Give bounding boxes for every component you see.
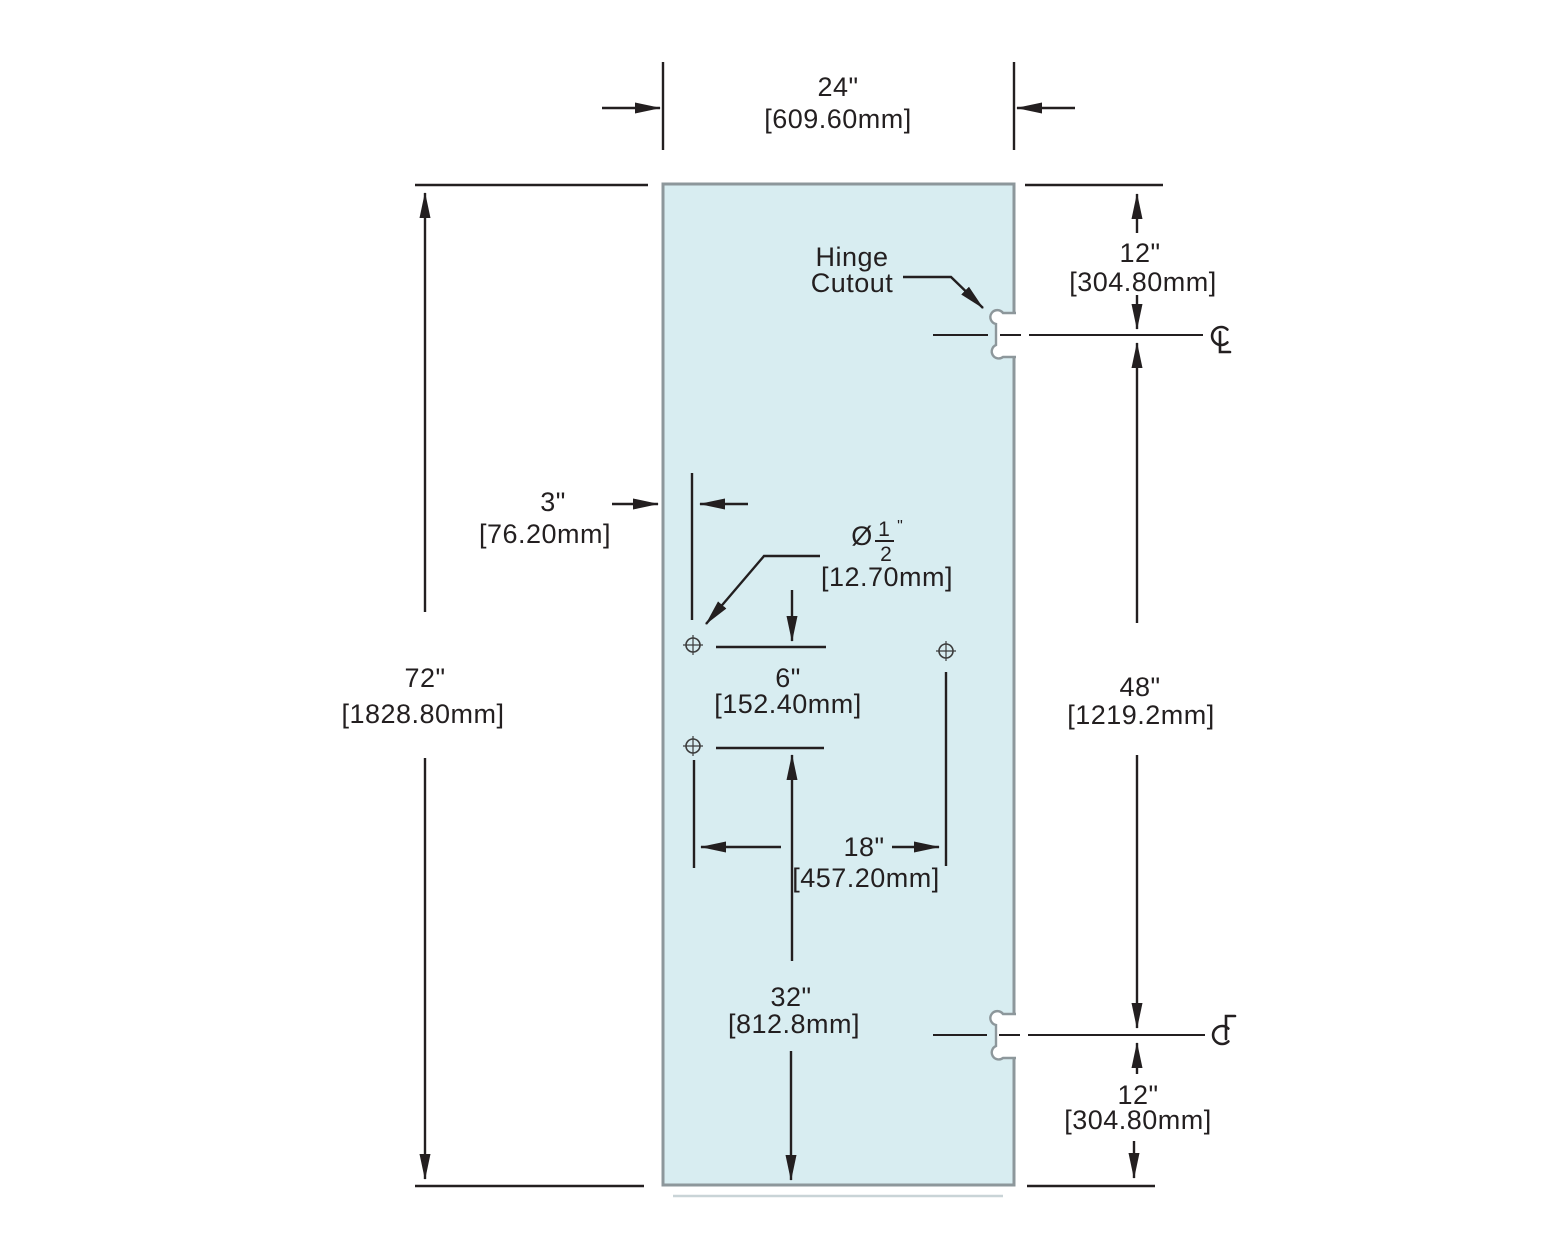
glass-door-panel <box>661 182 1016 1198</box>
dim-hinge-bottom-offset: 12" [304.80mm] <box>1027 1042 1212 1188</box>
centerline-symbol-bottom <box>1211 1014 1237 1046</box>
dim-hinge-spacing: 48" [1219.2mm] <box>1067 342 1215 1029</box>
drill-hole-top-left <box>683 635 703 655</box>
dim-hinge-top-offset: 12" [304.80mm] <box>1025 183 1217 330</box>
dim-hspace-inches: 18" <box>843 832 884 862</box>
drill-hole-top-right <box>936 641 956 661</box>
dim-hole-vertical-spacing: 6" [152.40mm] <box>714 590 862 750</box>
diameter-fraction-denominator: 2 <box>880 543 892 566</box>
dim-vspace-inches: 6" <box>775 663 801 693</box>
dim-hinge-span-mm: [1219.2mm] <box>1067 700 1215 730</box>
dim-hole-edge-offset: 3" [76.20mm] <box>479 473 748 620</box>
diameter-mm: [12.70mm] <box>821 562 953 592</box>
dim-edge-offset-mm: [76.20mm] <box>479 519 611 549</box>
glass-panel-rect <box>661 182 1016 1187</box>
dim-edge-offset-inches: 3" <box>540 487 566 517</box>
callout-hole-diameter: Ø 1 2 " [12.70mm] <box>705 518 953 625</box>
drill-hole-bottom-left <box>683 736 703 756</box>
dim-width-mm: [609.60mm] <box>764 104 912 134</box>
centerline-symbol-top <box>1210 325 1232 354</box>
hinge-label-line1: Hinge <box>815 242 888 272</box>
centerline-bottom <box>933 1014 1237 1046</box>
diameter-inch-mark: " <box>897 518 903 535</box>
dim-hinge-bottom-mm: [304.80mm] <box>1064 1105 1212 1135</box>
dim-door-width: 24" [609.60mm] <box>602 62 1075 150</box>
dim-door-height: 72" [1828.80mm] <box>341 183 648 1188</box>
dim-height-inches: 72" <box>404 663 445 693</box>
centerline-top <box>933 325 1232 354</box>
dim-hinge-top-mm: [304.80mm] <box>1069 267 1217 297</box>
dim-width-inches: 24" <box>817 72 858 102</box>
dim-hspace-mm: [457.20mm] <box>792 863 940 893</box>
dim-hinge-span-inches: 48" <box>1119 672 1160 702</box>
diameter-symbol: Ø <box>851 521 873 551</box>
dim-vspace-mm: [152.40mm] <box>714 689 862 719</box>
diameter-fraction-numerator: 1 <box>878 518 890 541</box>
hinge-cutout-label: Hinge Cutout <box>811 242 984 309</box>
dim-hinge-top-inches: 12" <box>1119 238 1160 268</box>
dim-hinge-bottom-inches: 12" <box>1117 1080 1158 1110</box>
dim-height-mm: [1828.80mm] <box>341 699 504 729</box>
dim-bottom-offset-inches: 32" <box>770 982 811 1012</box>
hinge-label-line2: Cutout <box>811 268 894 298</box>
dim-bottom-offset-mm: [812.8mm] <box>728 1009 860 1039</box>
dim-hole-horizontal-spacing: 18" [457.20mm] <box>692 672 948 893</box>
dim-hole-height-from-bottom: 32" [812.8mm] <box>728 754 860 1181</box>
